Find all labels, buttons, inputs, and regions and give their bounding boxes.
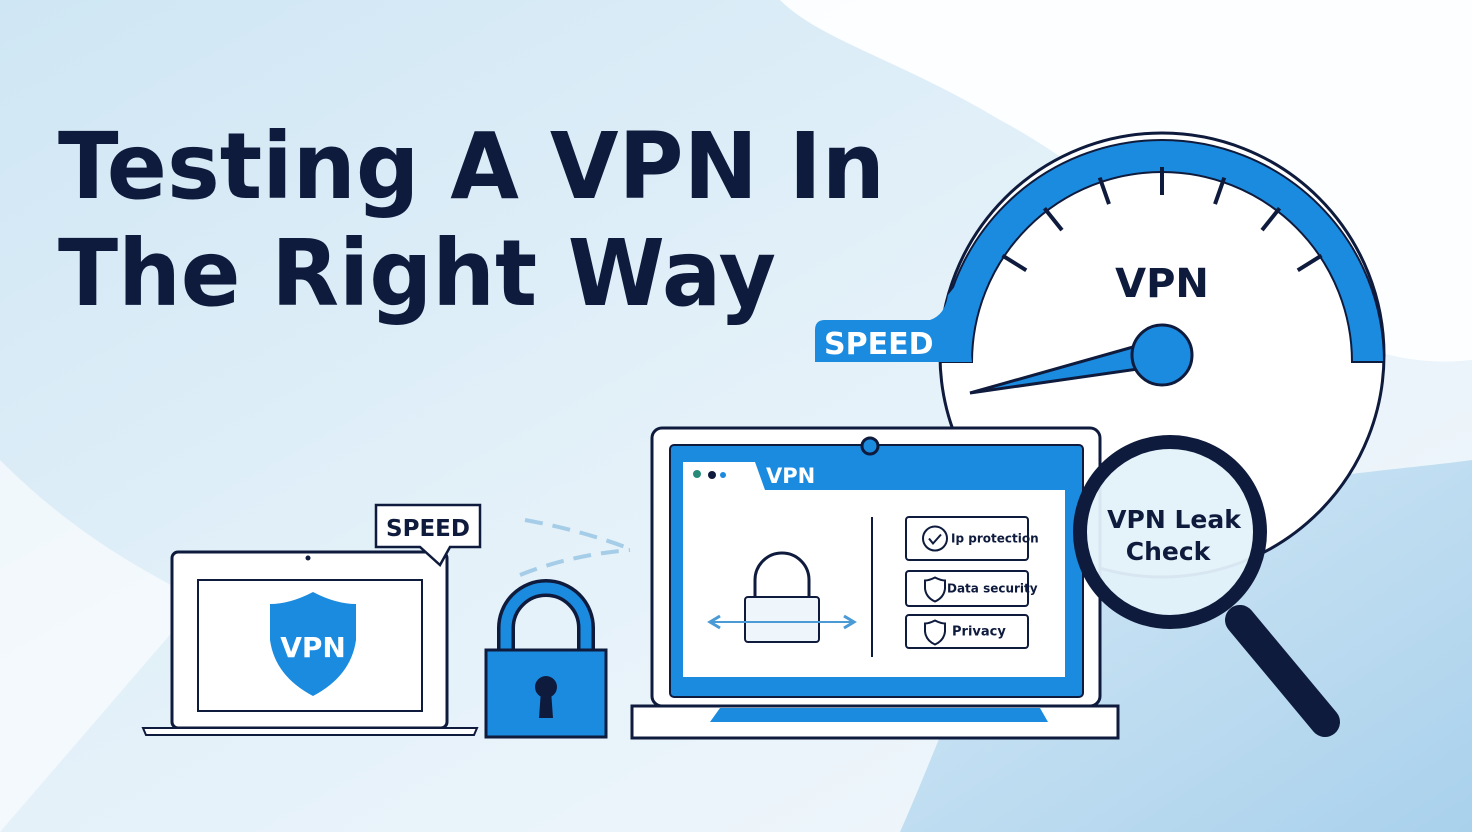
speed-tab-label: SPEED xyxy=(824,327,933,362)
window-dot xyxy=(693,470,701,478)
gauge-tick xyxy=(1042,207,1064,232)
feature-item: Privacy xyxy=(905,614,1029,649)
gauge-tick xyxy=(1213,176,1227,205)
headline-line-1: Testing A VPN In xyxy=(58,113,885,220)
gauge-tick xyxy=(1097,176,1111,205)
window-title: VPN xyxy=(766,464,815,488)
speed-bubble-label: SPEED xyxy=(386,516,470,542)
feature-item: Ip protection xyxy=(905,516,1039,561)
gauge-label: VPN xyxy=(1115,261,1209,307)
window-header xyxy=(755,462,1065,490)
gauge-ticks xyxy=(1001,167,1323,273)
motion-lines xyxy=(519,518,631,577)
keyboard-area xyxy=(710,708,1048,722)
gauge-tick xyxy=(1260,207,1282,232)
gauge-tick xyxy=(1296,253,1323,273)
leak-check-line-1: VPN Leak xyxy=(1107,505,1242,534)
feature-item: Data security xyxy=(905,570,1038,607)
shield-icon xyxy=(924,576,946,603)
background-wave xyxy=(0,460,200,832)
window-dot xyxy=(708,471,716,479)
shield-label: VPN xyxy=(280,631,346,664)
webcam xyxy=(860,436,880,456)
magnifier-icon: VPN Leak Check xyxy=(1073,435,1340,737)
padlock-outline-icon xyxy=(707,551,857,643)
check-circle-icon xyxy=(921,525,948,552)
feature-label: Ip protection xyxy=(951,532,1039,546)
vpn-shield-icon xyxy=(270,592,356,696)
speed-bubble: SPEED xyxy=(374,503,482,567)
feature-label: Privacy xyxy=(952,625,1006,640)
headline-line-2: The Right Way xyxy=(58,220,776,327)
speed-tab xyxy=(815,280,972,362)
shield-icon xyxy=(924,619,946,646)
leak-check-line-2: Check xyxy=(1126,537,1212,566)
window-dot xyxy=(720,472,726,478)
feature-label: Data security xyxy=(947,582,1038,596)
gauge-tick xyxy=(1001,253,1028,273)
gauge-hub xyxy=(1130,323,1194,387)
padlock-icon xyxy=(484,579,608,739)
small-laptop: VPN xyxy=(141,550,479,736)
